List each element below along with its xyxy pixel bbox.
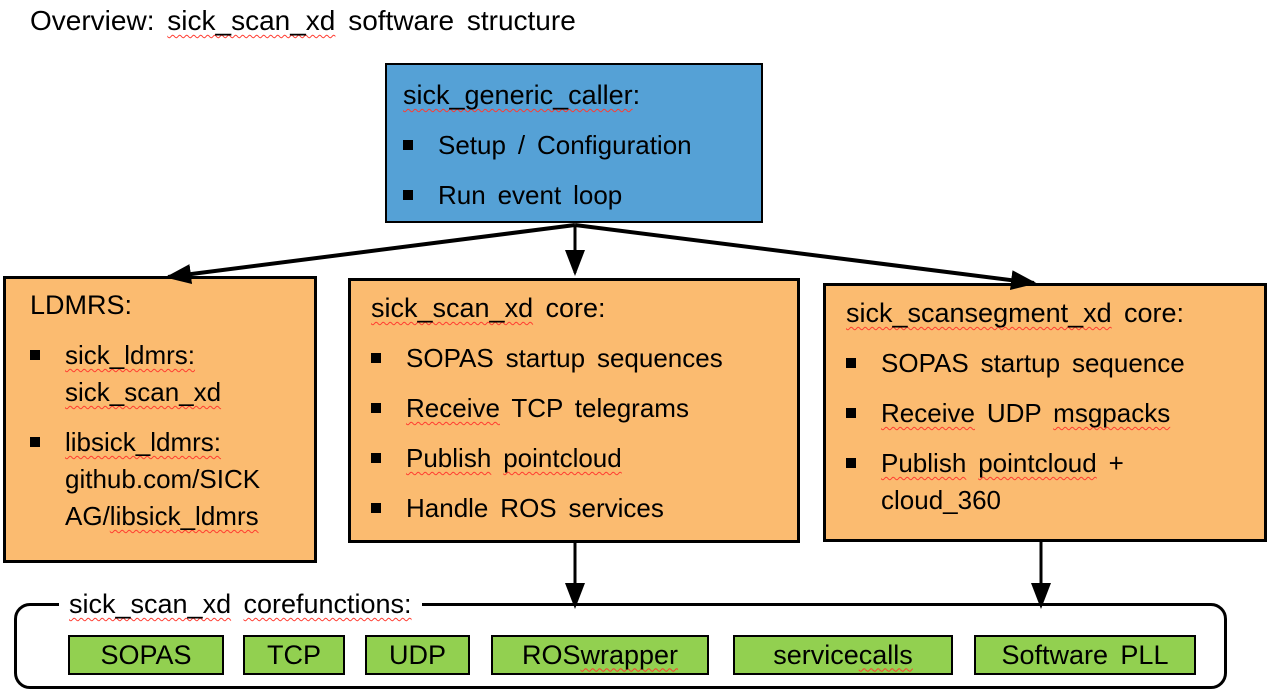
spellcheck-flagged-text: corefunctions: <box>243 589 412 619</box>
bullet-text: Receive UDP msgpacks <box>881 395 1170 432</box>
spellcheck-flagged-text: sick_generic_caller <box>403 80 633 110</box>
bullet-text: sick_ldmrs: sick_scan_xd <box>65 337 221 411</box>
text-segment: TCP telegrams <box>499 393 689 423</box>
bullet-icon <box>403 140 413 150</box>
bullet-text: SOPAS startup sequences <box>406 340 723 377</box>
spellcheck-flagged-text: libsick_ldmrs <box>109 501 259 531</box>
text-segment <box>231 589 243 619</box>
scan-core-bullets: SOPAS startup sequences Receive TCP tele… <box>371 340 791 527</box>
list-item: Publish pointcloud <box>371 440 791 477</box>
text-segment: software structure <box>335 5 576 36</box>
scan-core-box: sick_scan_xd core: SOPAS startup sequenc… <box>348 278 800 543</box>
bullet-text: libsick_ldmrs: github.com/SICK AG/libsic… <box>65 424 260 535</box>
spellcheck-flagged-text: Publish <box>406 443 492 473</box>
text-segment: Setup / Configuration <box>438 130 692 160</box>
scansegment-core-box: sick_scansegment_xd core: SOPAS startup … <box>823 283 1267 542</box>
text-segment: core: <box>533 293 606 323</box>
text-segment <box>491 443 503 473</box>
bullet-text: Publish pointcloud + cloud_360 <box>881 445 1124 519</box>
bullet-icon <box>403 190 413 200</box>
text-segment: SOPAS startup sequences <box>406 343 723 373</box>
list-item: Publish pointcloud + cloud_360 <box>846 445 1258 519</box>
generic-caller-box: sick_generic_caller: Setup / Configurati… <box>385 63 763 223</box>
bullet-icon <box>846 458 856 468</box>
module-chip-tcp: TCP <box>243 635 345 675</box>
spellcheck-flagged-text: sick_scansegment_xd <box>846 298 1112 328</box>
bullet-text: Setup / Configuration <box>438 127 692 164</box>
ldmrs-bullets: sick_ldmrs: sick_scan_xd libsick_ldmrs: … <box>30 337 308 535</box>
text-segment: Software PLL <box>1001 639 1169 670</box>
text-segment: + cloud_360 <box>881 448 1124 515</box>
bullet-icon <box>371 453 381 463</box>
list-item: Setup / Configuration <box>403 127 753 164</box>
spellcheck-flagged-text: sick_scan_xd <box>167 5 336 36</box>
module-chip-software-pll: Software PLL <box>974 635 1196 675</box>
bullet-icon <box>371 403 381 413</box>
text-segment: github.com/SICK AG/ <box>65 464 261 531</box>
bullet-icon <box>846 408 856 418</box>
list-item: Run event loop <box>403 177 753 214</box>
page-title: Overview: sick_scan_xd software structur… <box>30 5 576 37</box>
text-segment: TCP <box>267 639 321 670</box>
text-segment: UDP <box>388 639 446 670</box>
ldmrs-title: LDMRS: <box>30 287 308 324</box>
spellcheck-flagged-text: sick_scan_xd <box>69 589 232 619</box>
spellcheck-flagged-text: sick_scan_xd <box>65 377 222 407</box>
text-segment: Handle ROS services <box>406 493 664 523</box>
text-segment <box>966 448 978 478</box>
generic-caller-bullets: Setup / Configuration Run event loop <box>403 127 753 214</box>
bullet-text: Run event loop <box>438 177 622 214</box>
list-item: SOPAS startup sequence <box>846 345 1258 382</box>
bullet-icon <box>30 437 40 447</box>
text-segment: : <box>632 80 641 110</box>
scan-core-title: sick_scan_xd core: <box>371 290 791 327</box>
arrow-caller-to-scansegment-core <box>574 223 1037 291</box>
spellcheck-flagged-text: Receive <box>406 393 500 423</box>
module-chip-sopas: SOPAS <box>68 635 224 675</box>
bullet-text: Publish pointcloud <box>406 440 622 477</box>
generic-caller-title: sick_generic_caller: <box>403 77 753 114</box>
bullet-text: Receive TCP telegrams <box>406 390 689 427</box>
text-segment: LDMRS: <box>30 290 133 320</box>
text-segment: SOPAS <box>100 639 192 670</box>
text-segment: SOPAS startup sequence <box>881 348 1185 378</box>
module-chip-ros-wrapper: ROS wrapper <box>491 635 709 675</box>
corefunctions-container: sick_scan_xd corefunctions: SOPAS TCP UD… <box>14 589 1227 689</box>
spellcheck-flagged-text: pointcloud <box>503 443 622 473</box>
list-item: sick_ldmrs: sick_scan_xd <box>30 337 308 411</box>
text-segment: core: <box>1111 298 1185 328</box>
bullet-text: Handle ROS services <box>406 490 664 527</box>
text-segment: Run event loop <box>438 180 623 210</box>
spellcheck-flagged-text: msgpacks <box>1053 398 1171 428</box>
bullet-icon <box>371 353 381 363</box>
spellcheck-flagged-text: wrapper <box>580 639 679 670</box>
list-item: libsick_ldmrs: github.com/SICK AG/libsic… <box>30 424 308 535</box>
module-chip-udp: UDP <box>365 635 470 675</box>
spellcheck-flagged-text: Publish <box>881 448 967 478</box>
corefunctions-label: sick_scan_xd corefunctions: <box>59 589 422 620</box>
spellcheck-flagged-text: sick_ldmrs: <box>65 340 196 370</box>
bullet-icon <box>846 358 856 368</box>
list-item: Handle ROS services <box>371 490 791 527</box>
text-segment: ROS <box>521 639 581 670</box>
text-segment: UDP <box>974 398 1054 428</box>
spellcheck-flagged-text: pointcloud <box>978 448 1097 478</box>
list-item: Receive UDP msgpacks <box>846 395 1258 432</box>
bullet-text: SOPAS startup sequence <box>881 345 1185 382</box>
text-segment: Overview: <box>30 5 168 36</box>
list-item: SOPAS startup sequences <box>371 340 791 377</box>
list-item: Receive TCP telegrams <box>371 390 791 427</box>
spellcheck-flagged-text: Receive <box>881 398 975 428</box>
spellcheck-flagged-text: libsick_ldmrs: <box>65 427 222 457</box>
spellcheck-flagged-text: calls <box>858 639 913 670</box>
bullet-icon <box>30 350 40 360</box>
text-segment: service <box>773 639 859 670</box>
scansegment-core-title: sick_scansegment_xd core: <box>846 295 1258 332</box>
scansegment-core-bullets: SOPAS startup sequence Receive UDP msgpa… <box>846 345 1258 519</box>
spellcheck-flagged-text: sick_scan_xd <box>371 293 534 323</box>
ldmrs-box: LDMRS: sick_ldmrs: sick_scan_xd libsick_… <box>3 276 317 563</box>
arrow-caller-to-ldmrs <box>165 223 576 285</box>
bullet-icon <box>371 503 381 513</box>
module-chip-service-calls: service calls <box>733 635 953 675</box>
